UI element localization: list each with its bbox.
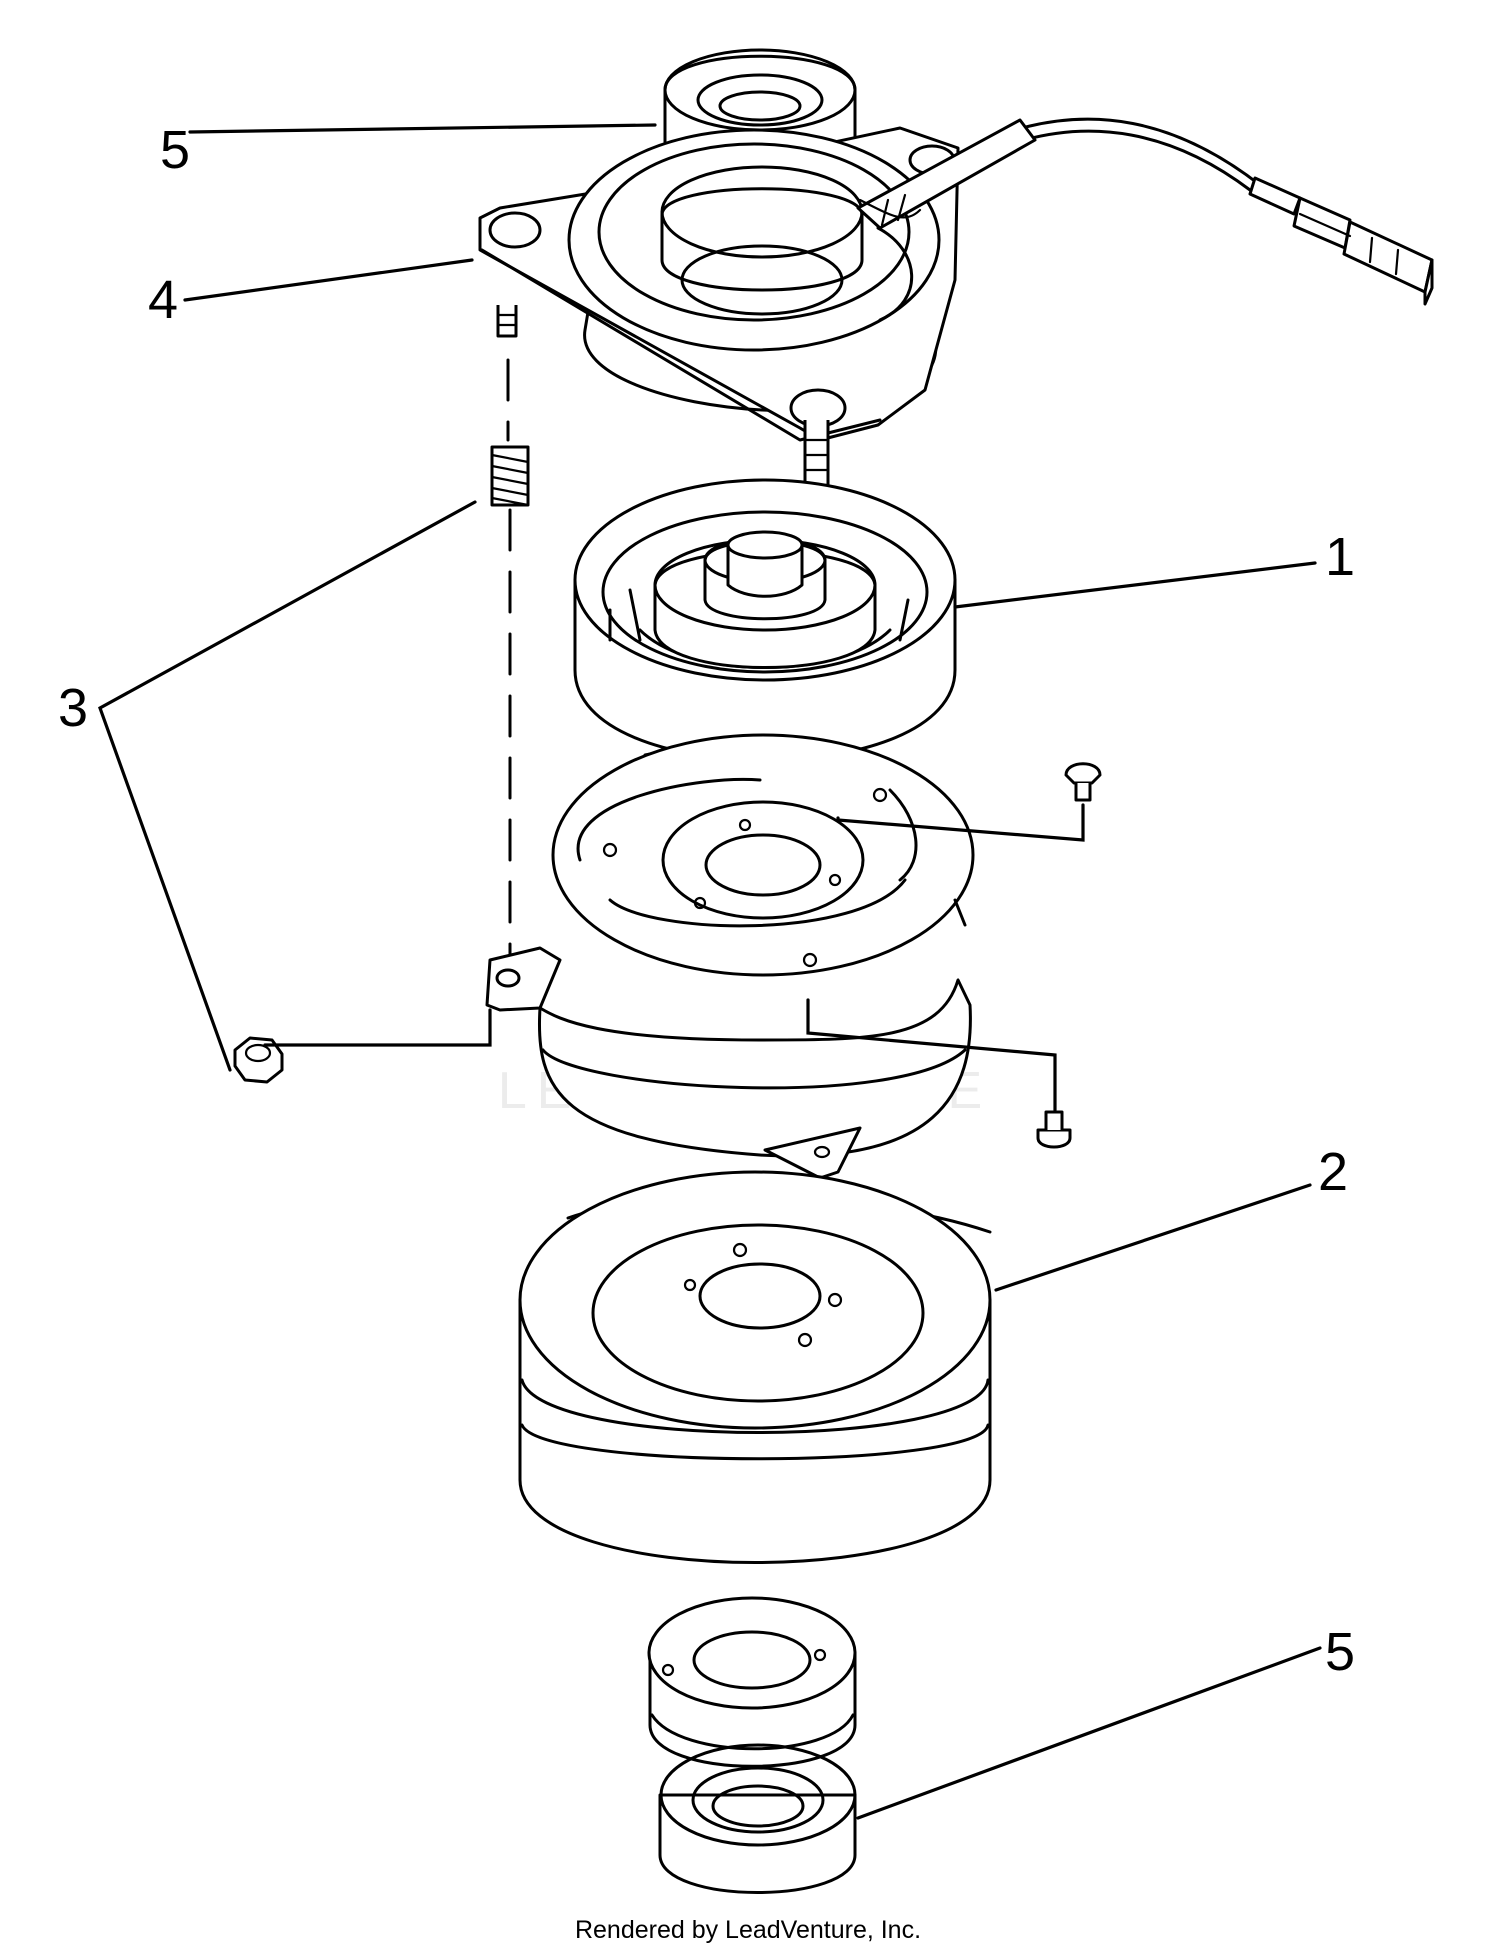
callout-5-top: 5 bbox=[160, 120, 190, 180]
center-line bbox=[506, 358, 512, 962]
rotor-housing bbox=[573, 478, 957, 762]
callout-5-top-leader bbox=[188, 123, 657, 134]
callout-1-leader bbox=[953, 561, 1317, 609]
callout-2-leader bbox=[994, 1183, 1312, 1292]
nut bbox=[233, 1036, 284, 1084]
callout-1: 1 bbox=[1325, 527, 1355, 587]
spring bbox=[490, 445, 530, 507]
screw-upper-leader bbox=[836, 803, 1085, 842]
field-coil-assembly bbox=[478, 118, 1037, 507]
brake-bracket bbox=[485, 946, 972, 1180]
callout-5-bottom-leader bbox=[856, 1646, 1322, 1820]
callout-5-bottom: 5 bbox=[1325, 1622, 1355, 1682]
callout-2: 2 bbox=[1318, 1142, 1348, 1202]
nut-leader bbox=[263, 1008, 492, 1047]
bearing-bottom bbox=[658, 1743, 857, 1894]
callout-4-leader bbox=[183, 258, 474, 302]
wire-connector bbox=[1020, 117, 1434, 306]
spacer-hub bbox=[647, 1596, 857, 1768]
callout-4: 4 bbox=[148, 270, 178, 330]
pulley bbox=[518, 1170, 992, 1564]
callout-3: 3 bbox=[58, 678, 88, 738]
footer-credit: Rendered by LeadVenture, Inc. bbox=[575, 1916, 921, 1944]
callout-3-leader bbox=[98, 500, 477, 1072]
armature-plate bbox=[551, 733, 975, 977]
screw-upper bbox=[1064, 762, 1102, 802]
screw-lower bbox=[1036, 1110, 1072, 1149]
screw-lower-leader bbox=[806, 998, 1057, 1112]
